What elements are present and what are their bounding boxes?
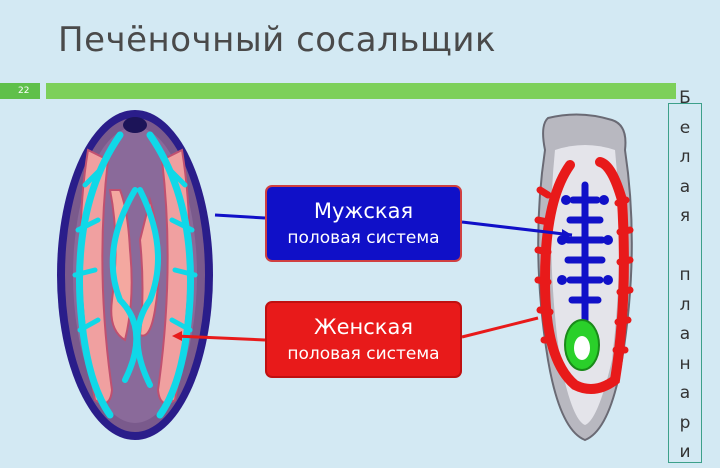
slide-number: 22: [0, 83, 40, 99]
oral-sucker: [123, 117, 147, 133]
female-system-label: Женская половая система: [265, 301, 462, 378]
side-caption-char: я: [679, 206, 691, 226]
side-caption-char: Б: [679, 88, 691, 108]
title-accent-bar: [46, 83, 676, 99]
side-caption-char: а: [679, 176, 691, 197]
male-label-sub: половая система: [287, 228, 440, 248]
male-connector-left: [214, 213, 266, 220]
side-caption-box: [668, 103, 702, 463]
side-caption-char: н: [679, 353, 691, 374]
slide-title: Печёночный сосальщик: [58, 20, 497, 60]
side-caption-char: а: [679, 383, 691, 403]
side-caption-char: р: [679, 412, 691, 433]
diagram-illustrations: [57, 110, 634, 442]
side-caption-char: л: [679, 294, 691, 315]
male-label-main: Мужская: [313, 199, 414, 223]
side-caption-char: и: [679, 442, 691, 462]
side-caption: Б е л а я п л а н а р и: [668, 84, 702, 468]
side-caption-char: е: [679, 117, 691, 138]
male-system-label: Мужская половая система: [265, 185, 462, 262]
female-label-main: Женская: [313, 315, 413, 339]
female-connector-left: [174, 334, 266, 342]
female-connector-right: [461, 316, 539, 339]
side-caption-char: п: [679, 265, 691, 285]
female-label-sub: половая система: [287, 344, 440, 364]
liver-fluke-illustration: [57, 110, 213, 440]
side-caption-char: а: [679, 324, 691, 344]
planaria-illustration: [534, 113, 634, 442]
side-caption-char: л: [679, 147, 691, 167]
male-connector-right: [461, 220, 573, 237]
